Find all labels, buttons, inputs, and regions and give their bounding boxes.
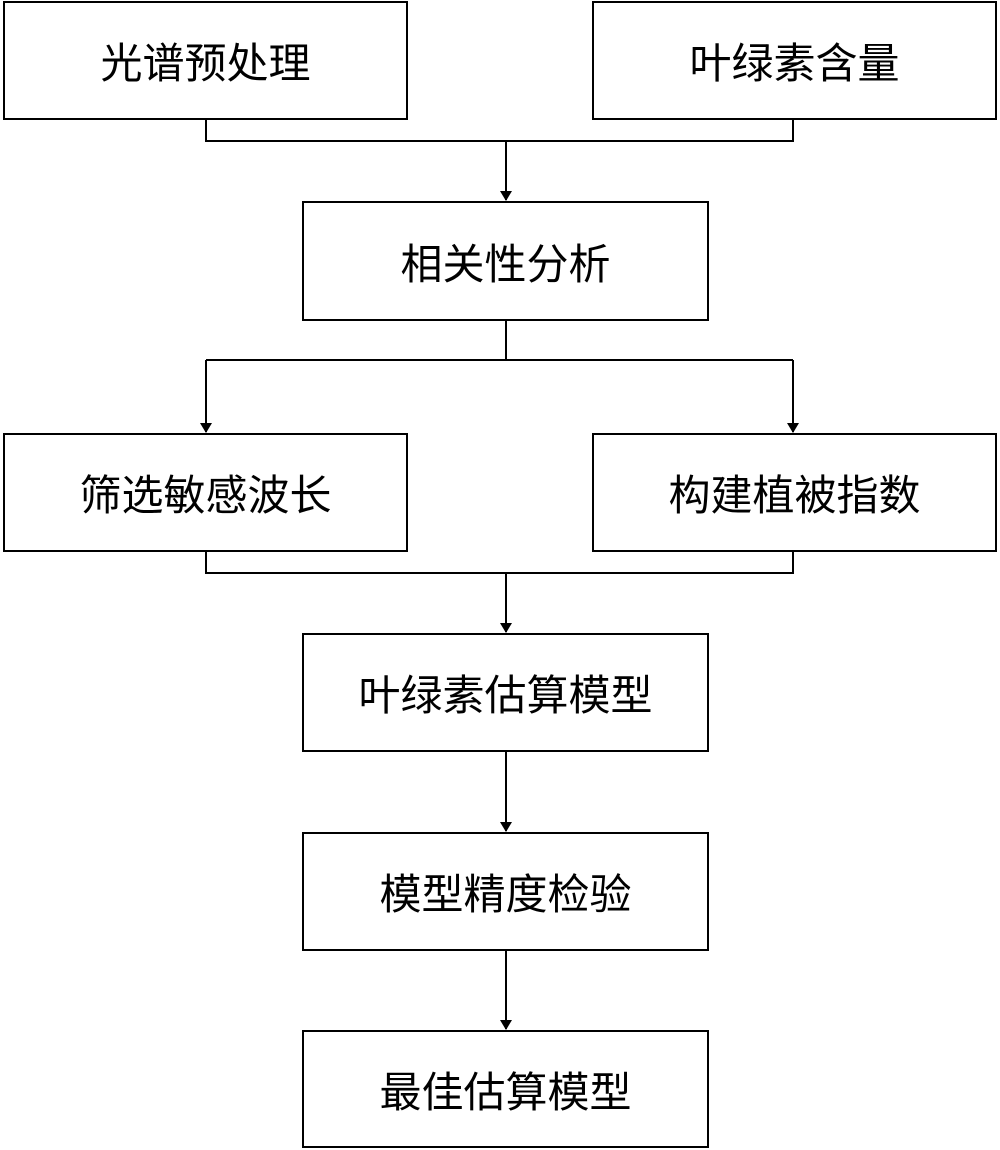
edge-chlorophyll-to-correlation [506, 120, 794, 142]
node-chlorophyll-estimation-model: 叶绿素估算模型 [302, 633, 709, 752]
node-build-vegetation-index: 构建植被指数 [592, 433, 997, 552]
node-spectral-preprocessing: 光谱预处理 [3, 1, 408, 120]
node-select-sensitive-wavelength: 筛选敏感波长 [3, 433, 408, 552]
edge-spectral-to-correlation [205, 120, 506, 142]
node-chlorophyll-content: 叶绿素含量 [592, 1, 997, 120]
node-best-estimation-model: 最佳估算模型 [302, 1030, 709, 1148]
edge-vi-to-model [506, 552, 794, 574]
node-model-accuracy-test: 模型精度检验 [302, 832, 709, 951]
node-correlation-analysis: 相关性分析 [302, 201, 709, 321]
edge-select-to-model [205, 552, 506, 574]
